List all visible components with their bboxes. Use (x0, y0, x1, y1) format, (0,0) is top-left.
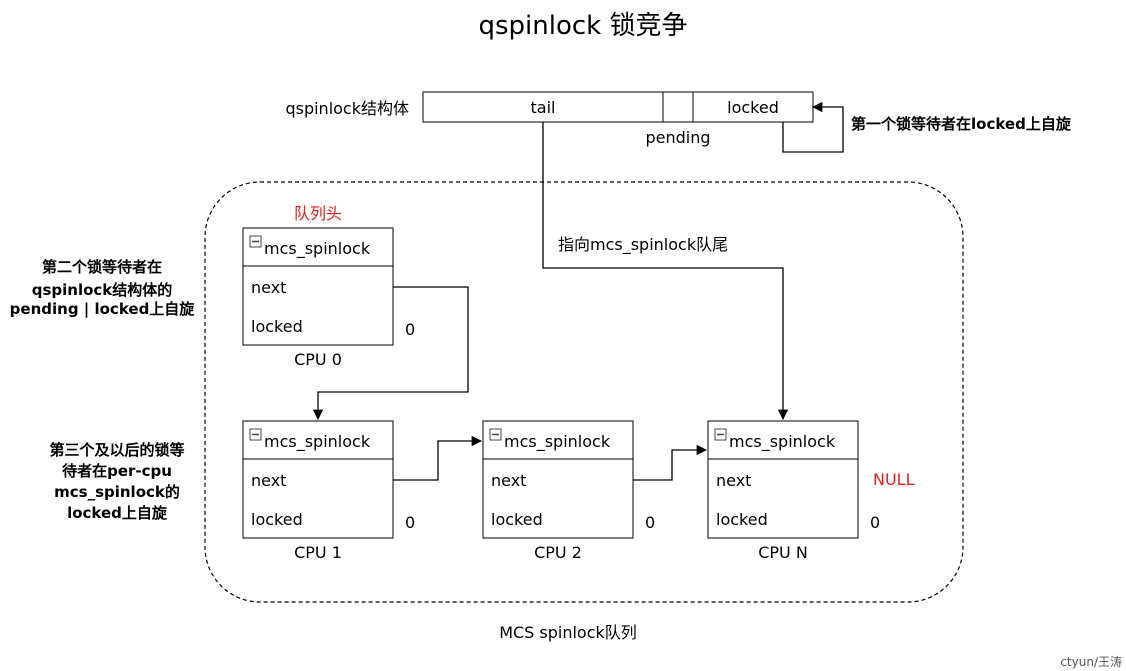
qspinlock-struct: qspinlock结构体 tail locked pending (285, 91, 814, 147)
node-locked-field: locked (251, 510, 303, 529)
tail-field: tail (531, 98, 556, 117)
node-header: mcs_spinlock (729, 432, 836, 452)
node-cpu-label: CPU N (758, 543, 808, 562)
node-locked-field: locked (251, 317, 303, 336)
note-line: 待者在per-cpu (62, 462, 172, 480)
self-spin-arrow (782, 101, 844, 153)
note-line: locked上自旋 (67, 504, 168, 522)
locked-field: locked (727, 98, 779, 117)
node-header: mcs_spinlock (264, 432, 371, 452)
watermark: ctyun/王涛 (1060, 654, 1122, 669)
next-arrow-cpu1-cpu2 (393, 435, 483, 481)
node-locked-value: 0 (870, 513, 880, 532)
mcs-queue-container (204, 181, 964, 603)
node-box (482, 420, 634, 539)
node-header: mcs_spinlock (264, 239, 371, 259)
note-line: qspinlock结构体的 (32, 281, 173, 299)
note-line: 第三个及以后的锁等 (49, 441, 184, 459)
node-locked-value: 0 (645, 513, 655, 532)
note-line: mcs_spinlock的 (54, 483, 180, 501)
node-box (242, 227, 394, 346)
second-waiter-note: 第二个锁等待者在 qspinlock结构体的 pending | locked上… (10, 258, 196, 319)
qspinlock-label: qspinlock结构体 (285, 99, 409, 118)
null-label: NULL (873, 470, 915, 489)
node-locked-value: 0 (405, 513, 415, 532)
page-title: qspinlock 锁竞争 (478, 11, 687, 41)
tail-pointer-label: 指向mcs_spinlock队尾 (558, 235, 728, 255)
node-box (242, 420, 394, 539)
node-next-field: next (491, 471, 526, 490)
note-line: pending | locked上自旋 (10, 300, 196, 319)
tail-pointer-arrow (542, 122, 789, 421)
node-next-field: next (251, 278, 286, 297)
node-next-field: next (716, 471, 751, 490)
node-cpu-label: CPU 2 (534, 543, 582, 562)
node-locked-field: locked (491, 510, 543, 529)
third-waiter-note: 第三个及以后的锁等 待者在per-cpu mcs_spinlock的 locke… (49, 441, 184, 522)
node-locked-field: locked (716, 510, 768, 529)
note-line: 第二个锁等待者在 (42, 258, 162, 276)
node-cpu-label: CPU 1 (294, 543, 342, 562)
next-arrow-cpu0-cpu1 (312, 286, 469, 421)
node-locked-value: 0 (405, 320, 415, 339)
qspinlock-box (422, 91, 814, 123)
node-box (707, 420, 859, 539)
queue-label: MCS spinlock队列 (499, 623, 637, 642)
node-next-field: next (251, 471, 286, 490)
node-cpu-label: CPU 0 (294, 350, 342, 369)
first-waiter-note: 第一个锁等待者在locked上自旋 (851, 115, 1072, 133)
node-header: mcs_spinlock (504, 432, 611, 452)
next-arrow-cpu2-cpun (633, 444, 708, 481)
pending-label: pending (645, 128, 710, 147)
queue-head-label: 队列头 (294, 204, 342, 223)
